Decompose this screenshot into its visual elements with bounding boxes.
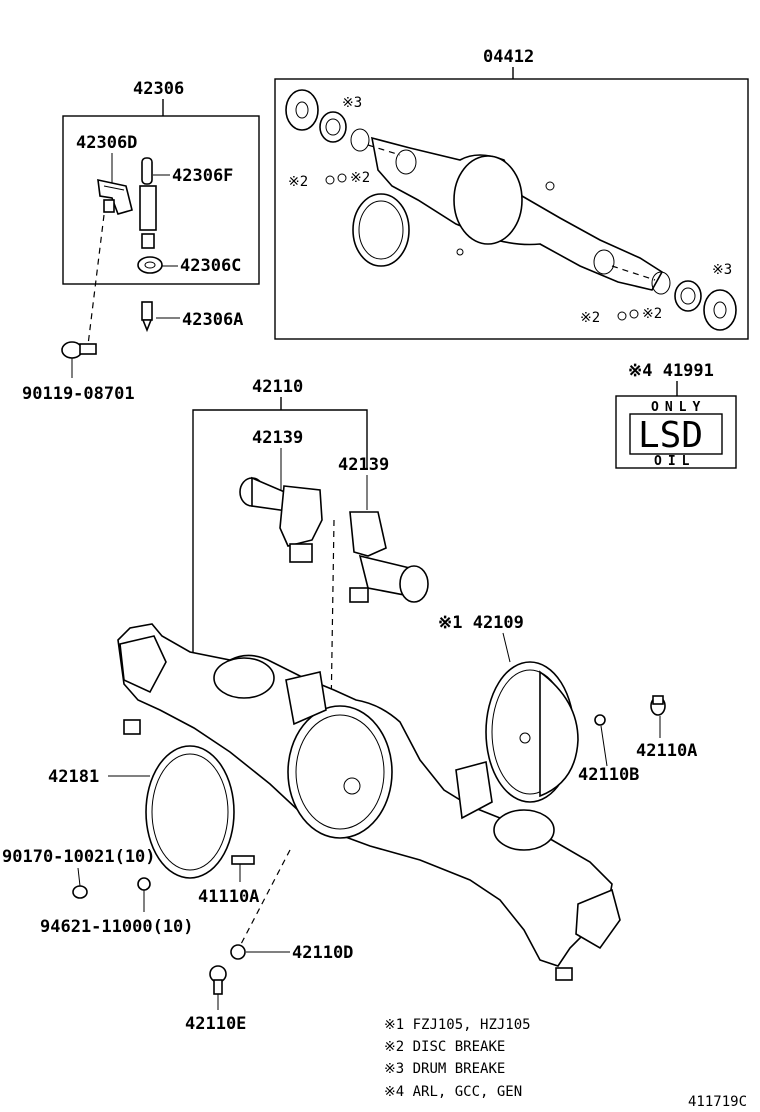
label-94621-11000[interactable]: 94621-11000(10) bbox=[40, 917, 194, 937]
part-bearing-right bbox=[651, 271, 737, 331]
part-42181-gasket bbox=[145, 745, 235, 879]
group-box-04412 bbox=[274, 78, 749, 340]
part-42306F bbox=[139, 157, 157, 249]
part-42110D bbox=[230, 944, 246, 960]
label-04412[interactable]: 04412 bbox=[483, 47, 534, 67]
mark-2-right-b: ※2 bbox=[642, 306, 662, 322]
label-42139-right[interactable]: 42139 bbox=[338, 455, 389, 475]
group-42306: 42306 42306D 42306F 42306C 42306A bbox=[22, 79, 260, 404]
part-42306A bbox=[141, 301, 153, 333]
label-42110[interactable]: 42110 bbox=[252, 377, 303, 397]
diagram-id: 411719C bbox=[688, 1094, 747, 1110]
group-04412: 04412 ※3 ※2 ※2 bbox=[274, 47, 749, 340]
mark-3-right: ※3 bbox=[712, 262, 732, 278]
mark-2-right-a: ※2 bbox=[580, 310, 600, 326]
note-1: ※1 FZJ105, HZJ105 bbox=[384, 1017, 531, 1033]
label-42306D[interactable]: 42306D bbox=[76, 133, 137, 153]
part-90170-10021 bbox=[72, 885, 88, 899]
part-bearing-left bbox=[285, 89, 370, 152]
group-42109: ※1 42109 42110B 42110A bbox=[438, 613, 697, 803]
label-90170-10021[interactable]: 90170-10021(10) bbox=[2, 847, 156, 867]
label-42306A[interactable]: 42306A bbox=[182, 310, 243, 330]
part-42110A bbox=[650, 695, 666, 716]
lsd-plate bbox=[615, 395, 737, 469]
label-41991[interactable]: ※4 41991 bbox=[628, 361, 714, 381]
group-42110: 42110 42139 42139 bbox=[192, 377, 429, 781]
part-42110E bbox=[209, 965, 227, 995]
label-90119-08701[interactable]: 90119-08701 bbox=[22, 384, 135, 404]
group-42181: 42181 90170-10021(10) 94621-11000(10) 41… bbox=[2, 745, 353, 1034]
part-94621-11000 bbox=[137, 877, 151, 891]
lsd-bottom-text: OIL bbox=[654, 454, 695, 469]
part-axle-housing-kit bbox=[370, 136, 664, 291]
mark-2-left-b: ※2 bbox=[350, 170, 370, 186]
mark-2-left-a: ※2 bbox=[288, 174, 308, 190]
note-2: ※2 DISC BREAKE bbox=[384, 1039, 505, 1055]
label-42306C[interactable]: 42306C bbox=[180, 256, 241, 276]
lsd-main-text: LSD bbox=[638, 415, 703, 456]
label-41110A[interactable]: 41110A bbox=[198, 887, 259, 907]
label-42109[interactable]: ※1 42109 bbox=[438, 613, 524, 633]
part-41110A bbox=[231, 855, 255, 865]
part-42139-left bbox=[239, 476, 323, 563]
part-90119-08701 bbox=[61, 341, 97, 359]
note-3: ※3 DRUM BREAKE bbox=[384, 1061, 505, 1077]
label-42306F[interactable]: 42306F bbox=[172, 166, 233, 186]
part-42109 bbox=[485, 661, 579, 803]
note-4: ※4 ARL, GCC, GEN bbox=[384, 1084, 522, 1100]
part-42139-right bbox=[349, 511, 429, 603]
label-42110D[interactable]: 42110D bbox=[292, 943, 353, 963]
mark-3-left: ※3 bbox=[342, 95, 362, 111]
label-42139-left[interactable]: 42139 bbox=[252, 428, 303, 448]
part-42306D bbox=[97, 178, 133, 215]
label-42306[interactable]: 42306 bbox=[133, 79, 184, 99]
lsd-top-text: ONLY bbox=[651, 400, 706, 415]
label-42110A[interactable]: 42110A bbox=[636, 741, 697, 761]
part-42306C bbox=[137, 256, 163, 274]
group-box-42306 bbox=[62, 115, 260, 285]
label-42110B[interactable]: 42110B bbox=[578, 765, 639, 785]
label-42181[interactable]: 42181 bbox=[48, 767, 99, 787]
label-42110E[interactable]: 42110E bbox=[185, 1014, 246, 1034]
part-gasket-04412 bbox=[352, 193, 410, 267]
footnotes: ※1 FZJ105, HZJ105 ※2 DISC BREAKE ※3 DRUM… bbox=[384, 1017, 531, 1100]
group-41991: ※4 41991 ONLY LSD OIL bbox=[615, 361, 737, 469]
part-main-axle-housing bbox=[117, 623, 621, 981]
